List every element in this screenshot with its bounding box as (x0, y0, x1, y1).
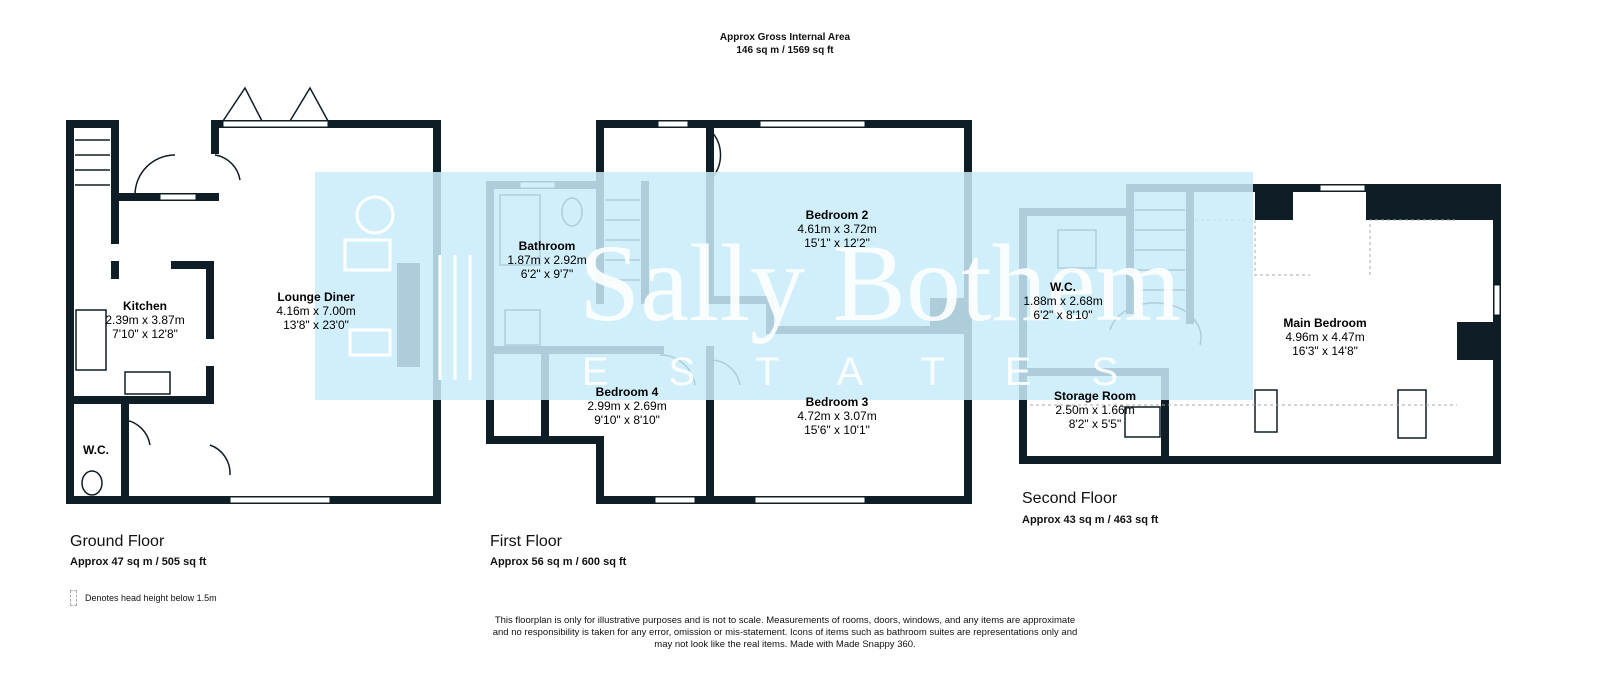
gross-area-title: Approx Gross Internal Area (719, 32, 851, 43)
svg-text:Lounge Diner: Lounge Diner (277, 290, 355, 304)
svg-text:15'6" x 10'1": 15'6" x 10'1" (804, 423, 870, 437)
first-floor-title: First Floor (490, 533, 562, 550)
watermark-logo-icon (343, 195, 472, 380)
svg-text:Main Bedroom: Main Bedroom (1283, 316, 1366, 330)
svg-text:2.39m x 3.87m: 2.39m x 3.87m (105, 313, 184, 327)
svg-text:7'10" x 12'8": 7'10" x 12'8" (112, 327, 178, 341)
svg-text:2.50m x 1.66m: 2.50m x 1.66m (1055, 403, 1134, 417)
svg-text:4.16m x 7.00m: 4.16m x 7.00m (276, 304, 355, 318)
svg-text:13'8" x 23'0": 13'8" x 23'0" (283, 318, 349, 332)
svg-text:W.C.: W.C. (1050, 280, 1076, 294)
svg-text:Bedroom 4: Bedroom 4 (596, 385, 659, 399)
svg-text:4.61m x 3.72m: 4.61m x 3.72m (797, 222, 876, 236)
svg-text:Storage Room: Storage Room (1054, 389, 1136, 403)
disclaimer-line: This floorplan is only for illustrative … (494, 615, 1076, 626)
ground-floor-area: Approx 47 sq m / 505 sq ft (70, 556, 207, 568)
disclaimer: This floorplan is only for illustrative … (460, 615, 1110, 651)
svg-text:9'10" x 8'10": 9'10" x 8'10" (594, 413, 660, 427)
watermark-name: Sally Bothem (579, 222, 1181, 344)
ground-floor-plan (66, 86, 441, 504)
disclaimer-line: and no responsibility is taken for any e… (492, 627, 1078, 638)
second-floor-area: Approx 43 sq m / 463 sq ft (1022, 514, 1159, 526)
svg-text:Bathroom: Bathroom (519, 239, 576, 253)
legend-text: Denotes head height below 1.5m (85, 593, 217, 603)
svg-text:6'2" x 9'7": 6'2" x 9'7" (521, 267, 573, 281)
room-wc-ground: W.C. (83, 443, 109, 457)
svg-text:1.88m x 2.68m: 1.88m x 2.68m (1023, 294, 1102, 308)
svg-text:Kitchen: Kitchen (123, 299, 167, 313)
gross-area-value: 146 sq m / 1569 sq ft (736, 45, 834, 56)
svg-text:1.87m x 2.92m: 1.87m x 2.92m (507, 253, 586, 267)
disclaimer-line: may not look like the real items. Made w… (654, 639, 916, 650)
ground-floor-title: Ground Floor (70, 533, 165, 550)
svg-text:15'1" x 12'2": 15'1" x 12'2" (804, 236, 870, 250)
head-height-icon (70, 590, 77, 606)
svg-text:8'2" x 5'5": 8'2" x 5'5" (1069, 417, 1121, 431)
svg-text:Bedroom 2: Bedroom 2 (806, 208, 869, 222)
svg-text:4.72m x 3.07m: 4.72m x 3.07m (797, 409, 876, 423)
watermark: Sally Bothem ESTATES (315, 172, 1253, 400)
svg-text:Bedroom 3: Bedroom 3 (806, 395, 869, 409)
watermark-sub: ESTATES (582, 350, 1178, 394)
legend: Denotes head height below 1.5m (70, 590, 217, 606)
svg-text:W.C.: W.C. (83, 443, 109, 457)
svg-text:16'3" x 14'8": 16'3" x 14'8" (1292, 344, 1358, 358)
svg-text:4.96m x 4.47m: 4.96m x 4.47m (1285, 330, 1364, 344)
svg-text:2.99m x 2.69m: 2.99m x 2.69m (587, 399, 666, 413)
second-floor-title: Second Floor (1022, 490, 1118, 507)
svg-text:6'2" x 8'10": 6'2" x 8'10" (1033, 308, 1092, 322)
first-floor-area: Approx 56 sq m / 600 sq ft (490, 556, 627, 568)
